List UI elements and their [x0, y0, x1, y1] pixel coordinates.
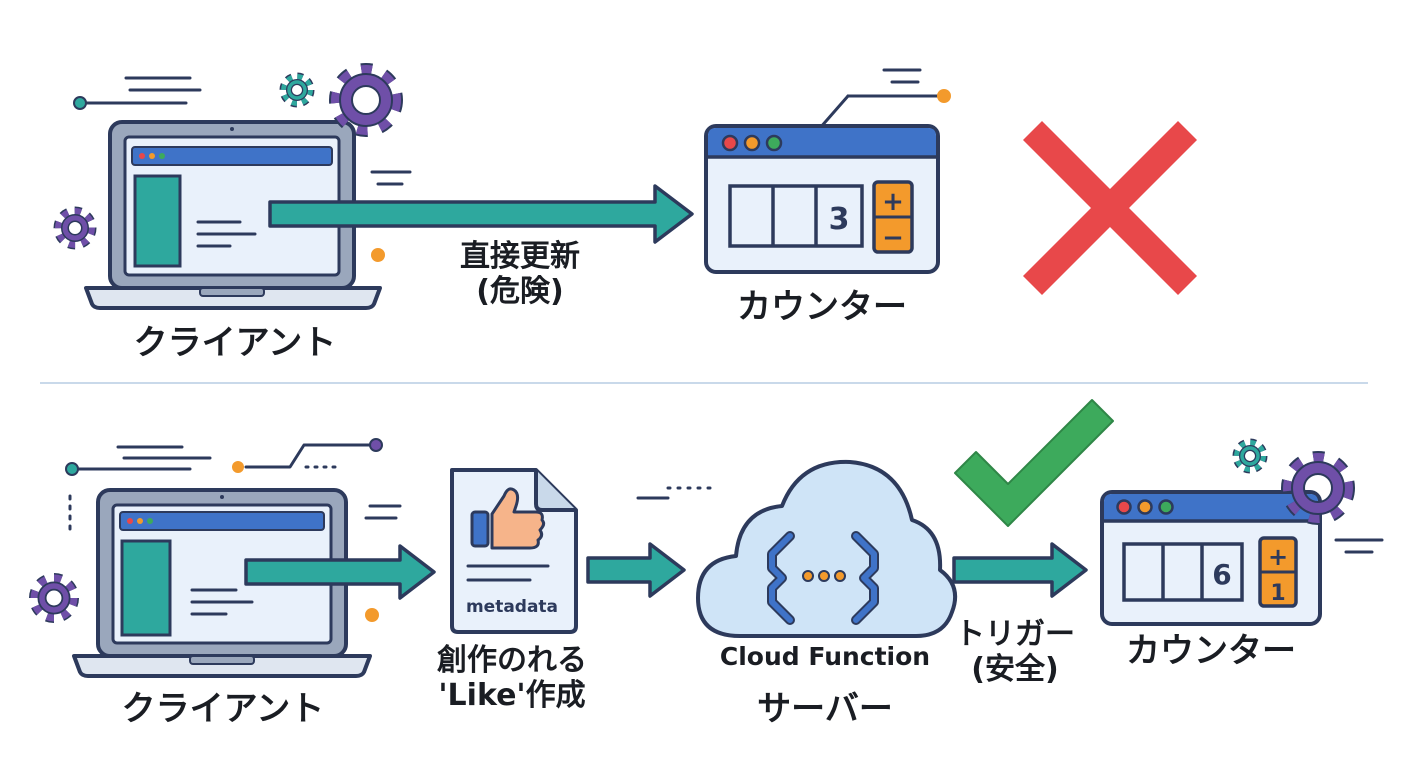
- cross-icon: [1023, 121, 1197, 295]
- server-label: サーバー: [757, 689, 893, 729]
- bottom-counter-value: 6: [1212, 558, 1231, 591]
- doc-caption: 創作のれる 'Like'作成: [412, 643, 612, 713]
- bottom-gear-large-icon: [1281, 451, 1355, 525]
- top-gear-left-icon: [53, 206, 97, 250]
- top-counter-label: カウンター: [737, 287, 907, 327]
- code-braces-icon: [767, 531, 879, 625]
- check-icon: [954, 399, 1114, 527]
- top-gear-large-icon: [329, 63, 403, 137]
- top-client-label: クライアント: [133, 323, 337, 363]
- bottom-gear-left-icon: [29, 573, 79, 623]
- bottom-counter-one: 1: [1270, 581, 1285, 606]
- cloud-function-cloud: [636, 459, 957, 638]
- create-like-arrow: [244, 544, 436, 600]
- bottom-client-laptop: [65, 438, 402, 678]
- doc-caption-line2: 'Like'作成: [438, 677, 586, 713]
- direct-update-label: 直接更新 (危険): [420, 239, 620, 309]
- trigger-label-line2: (安全): [971, 651, 1059, 687]
- top-counter-window: 3 + −: [704, 68, 951, 274]
- top-counter-value: 3: [829, 202, 850, 237]
- doc-metadata-text: metadata: [466, 597, 558, 617]
- top-counter-minus: −: [882, 223, 904, 253]
- like-document: metadata: [450, 468, 578, 634]
- bottom-counter-window: 6 + 1: [1100, 490, 1384, 626]
- top-counter-plus: +: [882, 187, 904, 217]
- top-gear-small-icon: [279, 72, 315, 108]
- bottom-counter-label: カウンター: [1126, 631, 1296, 671]
- trigger-arrow: [952, 542, 1088, 598]
- top-client-laptop: [73, 76, 412, 310]
- bottom-counter-plus: +: [1268, 543, 1288, 571]
- bottom-gear-small-icon: [1232, 438, 1268, 474]
- direct-update-arrow: [268, 184, 694, 244]
- direct-update-label-line2: (危険): [476, 273, 564, 309]
- direct-update-label-line1: 直接更新: [460, 239, 580, 274]
- thumbs-up-icon: [470, 487, 546, 550]
- bottom-client-label: クライアント: [121, 689, 325, 729]
- trigger-label: トリガー (安全): [935, 617, 1095, 687]
- trigger-label-line1: トリガー: [955, 617, 1075, 652]
- doc-to-cloud-arrow: [586, 542, 686, 598]
- cloud-function-label: Cloud Function: [719, 642, 931, 671]
- doc-caption-line1: 創作のれる: [437, 643, 587, 678]
